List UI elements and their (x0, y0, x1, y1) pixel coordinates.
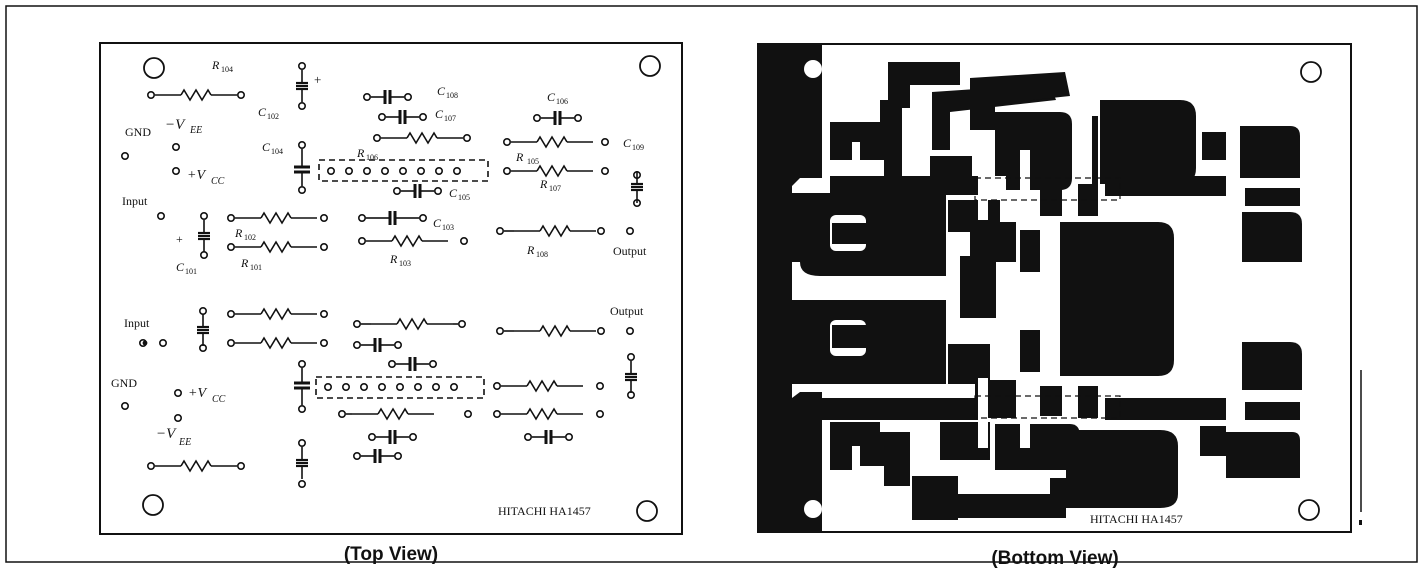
r108-label: R (526, 243, 535, 257)
c102-label: C (258, 105, 267, 119)
mounting-hole (1298, 499, 1320, 521)
c103-label: C (433, 216, 442, 230)
c107-sub: 107 (444, 114, 456, 123)
mounting-hole (636, 500, 658, 522)
c106-sub: 106 (556, 97, 568, 106)
vcc-label-lower: +V (188, 386, 207, 401)
r102-label: R (234, 226, 243, 240)
c104-sub: 104 (271, 147, 283, 156)
c102-sub: 102 (267, 112, 279, 121)
r108-sub: 108 (536, 250, 548, 259)
r103-label: R (389, 252, 398, 266)
mounting-hole (804, 500, 822, 518)
output-label-lower: Output (610, 304, 644, 318)
r101-label: R (240, 256, 249, 270)
c101-plus: + (176, 232, 183, 246)
c102-plus: + (314, 72, 321, 87)
mounting-hole (1300, 61, 1322, 83)
vee-label-lower: −V (156, 426, 177, 442)
top-board-outline (99, 42, 683, 535)
mounting-hole (639, 55, 661, 77)
c108-label: C (437, 84, 446, 98)
vcc-label-upper: +V (187, 168, 206, 183)
scan-dot (1359, 520, 1362, 525)
vcc-label-lower-sub: CC (212, 394, 226, 405)
output-label-upper: Output (613, 244, 647, 258)
top-brand-label: HITACHI HA1457 (498, 504, 591, 518)
figure-frame (5, 5, 1418, 563)
top-view-board: GND −V EE +V CC Input + + Output R 104 C… (99, 42, 683, 565)
r107-label: R (539, 177, 548, 191)
r106-label: R (356, 146, 365, 160)
c101-label: C (176, 260, 185, 274)
vcc-label-upper-sub: CC (211, 176, 225, 187)
c108-sub: 108 (446, 91, 458, 100)
vee-label-upper-sub: EE (189, 125, 202, 136)
r101-sub: 101 (250, 263, 262, 272)
vee-label-upper: −V (165, 117, 186, 133)
c105-sub: 105 (458, 193, 470, 202)
top-view-caption: (Top View) (344, 544, 438, 565)
input-label-lower: Input (124, 316, 150, 330)
r105-label: R (515, 150, 524, 164)
c109-sub: 109 (632, 143, 644, 152)
c105-label: C (449, 186, 458, 200)
mounting-hole (804, 60, 822, 78)
input-label-upper: Input (122, 194, 148, 208)
c106-label: C (547, 90, 556, 104)
c109-label: C (623, 136, 632, 150)
gnd-label-upper: GND (125, 125, 151, 139)
r102-sub: 102 (244, 233, 256, 242)
c103-sub: 103 (442, 223, 454, 232)
r104-sub: 104 (221, 65, 233, 74)
c104-label: C (262, 140, 271, 154)
vee-label-lower-sub: EE (178, 437, 191, 448)
r105-sub: 105 (527, 157, 539, 166)
c107-label: C (435, 107, 444, 121)
c101-sub: 101 (185, 267, 197, 276)
mounting-hole (143, 57, 165, 79)
r104-label: R (211, 58, 220, 72)
r103-sub: 103 (399, 259, 411, 268)
bottom-view-board: HITACHI HA1457 (Bottom View) (757, 43, 1352, 568)
r106-sub: 106 (366, 153, 378, 162)
gnd-label-lower: GND (111, 376, 137, 390)
ground-strip (758, 44, 792, 532)
mounting-hole (142, 494, 164, 516)
r107-sub: 107 (549, 184, 561, 193)
bottom-view-caption: (Bottom View) (991, 548, 1118, 568)
bottom-brand-label: HITACHI HA1457 (1090, 512, 1183, 526)
